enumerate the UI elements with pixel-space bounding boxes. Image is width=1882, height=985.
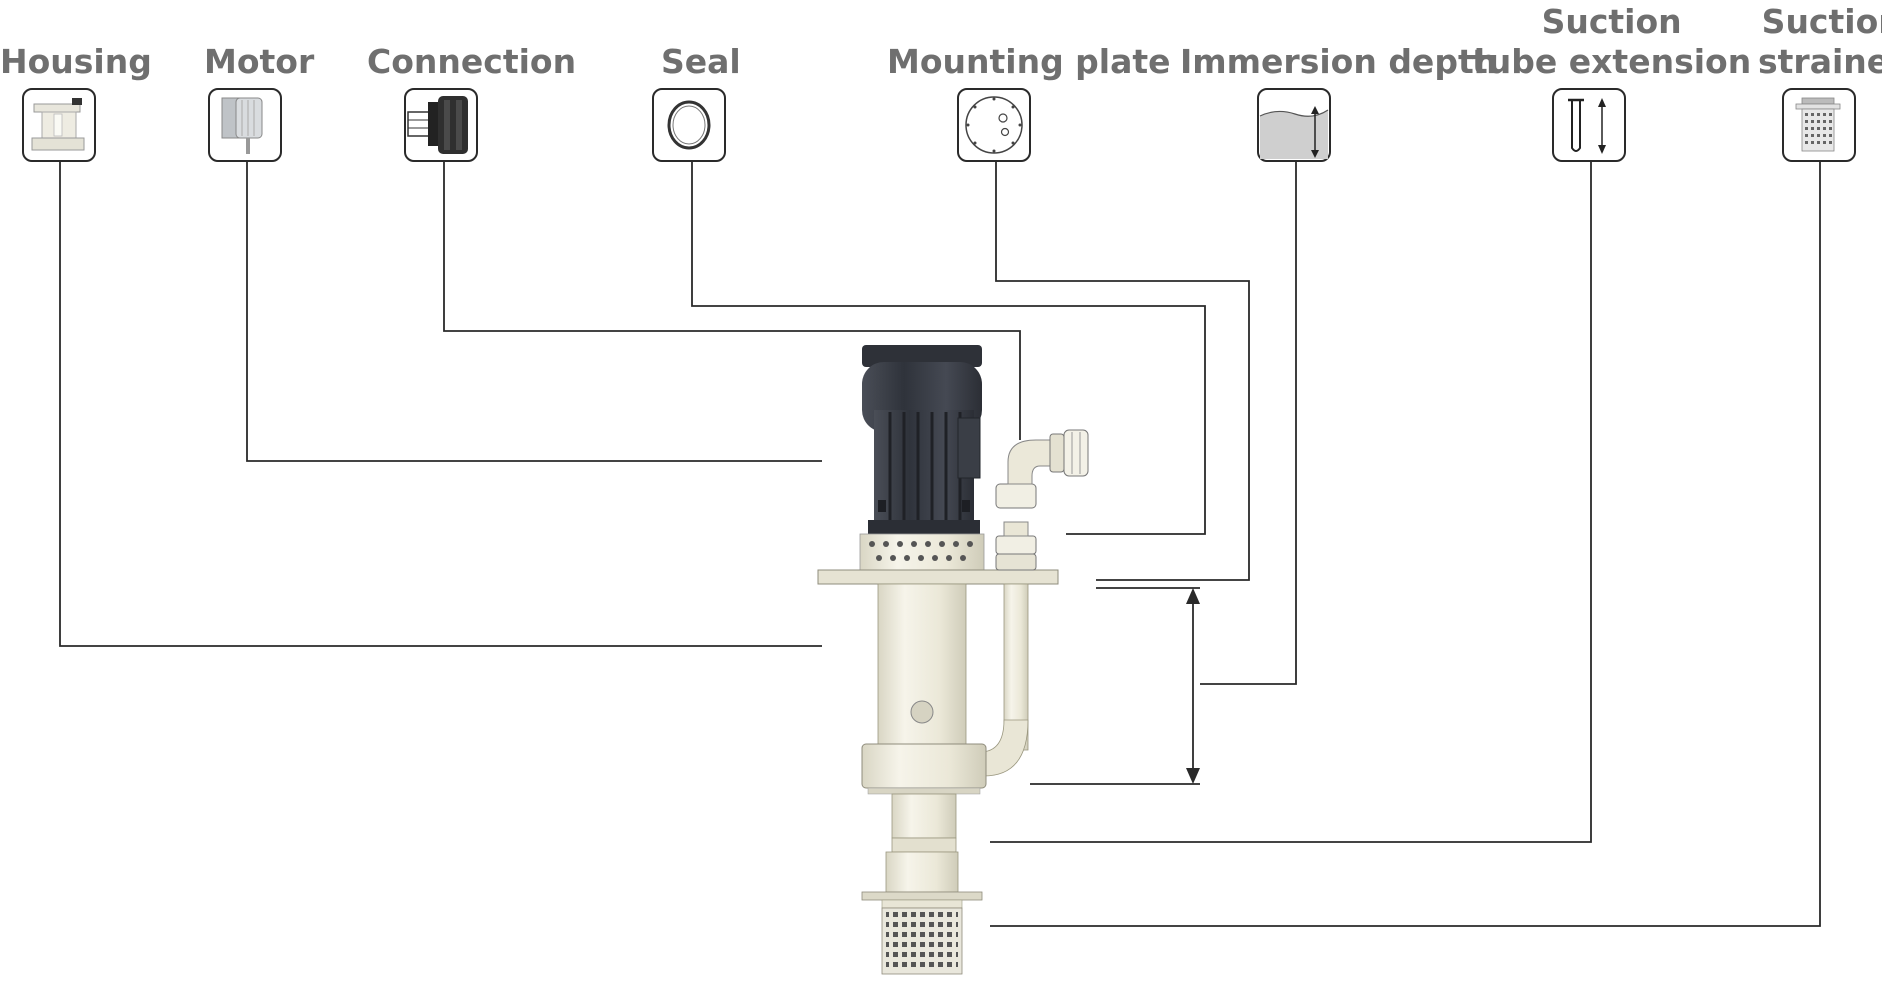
connection-icon xyxy=(404,88,478,162)
leader-motor xyxy=(246,162,822,462)
leader-suction-strainer xyxy=(990,162,1821,927)
mounting-plate-icon xyxy=(957,88,1031,162)
label-immersion-depth: Immersion depth xyxy=(1180,42,1498,81)
label-mounting-plate: Mounting plate xyxy=(887,42,1171,81)
motor-icon xyxy=(208,88,282,162)
label-housing: Housing xyxy=(0,42,152,81)
label-suction-strainer: Suction strainer xyxy=(1758,2,1882,82)
leader-mounting-plate xyxy=(995,162,1250,581)
immersion-depth-icon xyxy=(1257,88,1331,162)
label-suction-strainer-line1: Suction xyxy=(1761,2,1882,41)
label-suction-tube-line2: tube extension xyxy=(1472,42,1752,81)
leader-housing xyxy=(59,162,822,647)
leader-seal xyxy=(691,162,1206,535)
label-suction-tube-extension: Suction tube extension xyxy=(1472,2,1751,82)
leader-connection xyxy=(443,162,1021,440)
label-motor: Motor xyxy=(204,42,315,81)
suction-strainer-icon xyxy=(1782,88,1856,162)
seal-icon xyxy=(652,88,726,162)
label-connection: Connection xyxy=(367,42,577,81)
label-seal: Seal xyxy=(661,42,741,81)
leader-suction-tube xyxy=(990,162,1592,843)
label-suction-strainer-line2: strainer xyxy=(1758,42,1882,81)
pressure-pipe xyxy=(977,429,1089,777)
leader-lines xyxy=(59,162,1821,927)
leader-immersion-depth xyxy=(1200,162,1297,685)
housing-icon xyxy=(22,88,96,162)
label-suction-tube-line1: Suction xyxy=(1541,2,1682,41)
suction-tube-icon xyxy=(1552,88,1626,162)
immersion-dimension xyxy=(1030,587,1200,785)
pump-motor xyxy=(862,345,982,534)
